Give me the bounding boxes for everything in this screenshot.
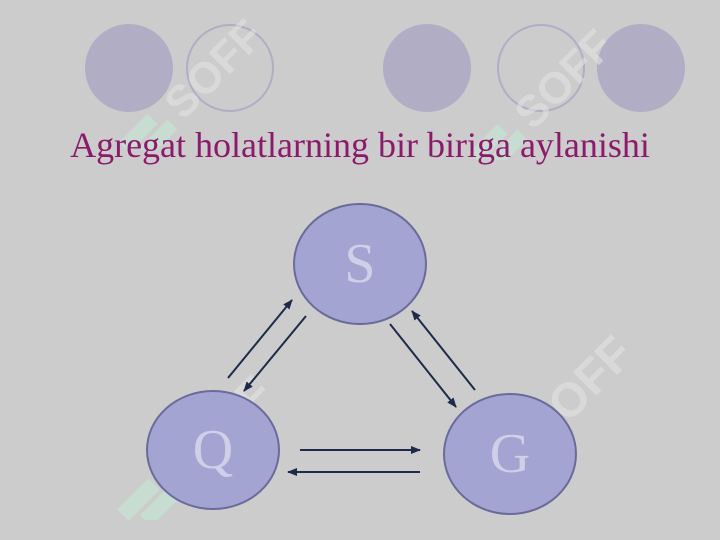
slide-title: Agregat holatlarning bir biriga aylanish… [70,125,650,165]
node-label: Q [192,419,234,481]
node-solid: S [293,203,427,325]
decorative-circle-outline [186,24,274,112]
decorative-circle-outline [497,24,585,112]
arrow-s-to-q [243,315,307,392]
arrow-g-to-s [411,310,476,391]
arrow-s-to-g [389,323,457,408]
node-label: S [344,233,376,295]
decorative-circle [597,24,685,112]
node-gas: G [443,393,577,515]
decorative-circle [383,24,471,112]
node-label: G [489,423,531,485]
node-liquid: Q [146,390,280,510]
arrow-q-to-s [227,299,293,379]
watermark-logo: SOFF [119,11,273,150]
watermark-logo: SOFF [469,21,623,160]
decorative-circle [85,24,173,112]
